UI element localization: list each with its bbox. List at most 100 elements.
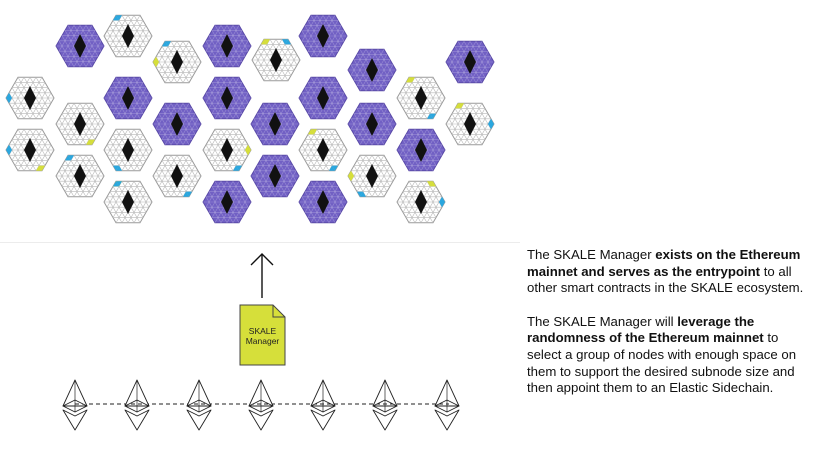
hexagon-node-icon [347, 48, 397, 92]
blue-marker-icon [360, 191, 366, 197]
hexagon-node-icon [202, 180, 252, 224]
blue-marker-icon [183, 191, 189, 197]
diamond-icon [270, 48, 282, 72]
yellow-marker-icon [348, 176, 354, 182]
blue-marker-icon [357, 191, 363, 197]
ethereum-icon [124, 379, 150, 431]
diamond-icon [221, 86, 233, 110]
yellow-marker-icon [427, 181, 433, 187]
blue-marker-icon [6, 92, 12, 98]
hexagon-node-icon [250, 154, 300, 198]
yellow-marker-icon [86, 139, 92, 145]
diamond-icon [269, 164, 281, 188]
hexagon-node-icon [250, 102, 300, 146]
yellow-marker-icon [36, 165, 42, 171]
yellow-marker-icon [409, 77, 415, 83]
diamond-icon [122, 190, 134, 214]
hexagon-node-icon [347, 102, 397, 146]
manager-label-line1: SKALE [248, 326, 277, 336]
blue-marker-icon [236, 165, 242, 171]
node-cluster [5, 14, 495, 224]
blue-marker-icon [6, 98, 12, 104]
diamond-icon [366, 58, 378, 82]
yellow-marker-icon [89, 139, 95, 145]
arrow-up-icon [250, 253, 274, 298]
divider [0, 242, 520, 243]
ethereum-icon [186, 379, 212, 431]
ethereum-icon [310, 379, 336, 431]
skale-manager-document: SKALE Manager [239, 304, 286, 366]
hexagon-node-icon [103, 14, 153, 58]
diamond-icon [317, 24, 329, 48]
blue-marker-icon [6, 150, 12, 156]
hexagon-node-icon [55, 154, 105, 198]
blue-marker-icon [68, 155, 74, 161]
diamond-icon [24, 138, 36, 162]
hexagon-node-icon [202, 76, 252, 120]
diamond-icon [221, 190, 233, 214]
description-paragraph-2: The SKALE Manager will leverage the rand… [527, 314, 812, 397]
hexagon-node-icon [152, 40, 202, 84]
description-run: exists on the Ethereum mainnet and serve… [527, 247, 801, 279]
diamond-icon [317, 190, 329, 214]
blue-marker-icon [116, 165, 122, 171]
diamond-icon [74, 34, 86, 58]
hexagon-node-icon [55, 24, 105, 68]
yellow-marker-icon [406, 77, 412, 83]
yellow-marker-icon [264, 39, 270, 45]
diamond-icon [464, 112, 476, 136]
description-text: The SKALE Manager exists on the Ethereum… [527, 247, 812, 414]
yellow-marker-icon [311, 129, 317, 135]
blue-marker-icon [65, 155, 71, 161]
ethereum-chain [62, 379, 460, 431]
description-run: to select a group of nodes with enough s… [527, 330, 797, 396]
hexagon-node-icon [5, 76, 55, 120]
blue-marker-icon [165, 41, 171, 47]
yellow-marker-icon [245, 150, 251, 156]
diamond-icon [74, 164, 86, 188]
hexagon-node-icon [152, 102, 202, 146]
diamond-icon [24, 86, 36, 110]
description-paragraph-1: The SKALE Manager exists on the Ethereum… [527, 247, 812, 297]
ethereum-icon [62, 379, 88, 431]
hexagon-node-icon [251, 38, 301, 82]
diamond-icon [221, 34, 233, 58]
diamond-icon [415, 138, 427, 162]
hexagon-node-icon [396, 76, 446, 120]
ethereum-icon [248, 379, 274, 431]
skale-manager-label: SKALE Manager [239, 326, 286, 346]
hexagon-node-icon [396, 128, 446, 172]
diamond-icon [269, 112, 281, 136]
diamond-icon [366, 164, 378, 188]
diamond-icon [221, 138, 233, 162]
yellow-marker-icon [308, 129, 314, 135]
hexagon-node-icon [5, 128, 55, 172]
hexagon-node-icon [152, 154, 202, 198]
blue-marker-icon [332, 165, 338, 171]
blue-marker-icon [113, 15, 119, 21]
hexagon-node-icon [298, 128, 348, 172]
blue-marker-icon [439, 196, 445, 202]
yellow-marker-icon [153, 62, 159, 68]
hexagon-node-icon [298, 180, 348, 224]
yellow-marker-icon [455, 103, 461, 109]
hexagon-node-icon [298, 14, 348, 58]
yellow-marker-icon [348, 170, 354, 176]
yellow-marker-icon [245, 144, 251, 150]
hexagon-node-icon [445, 40, 495, 84]
hexagon-node-icon [55, 102, 105, 146]
document-icon [239, 304, 286, 366]
diamond-icon [415, 86, 427, 110]
blue-marker-icon [439, 202, 445, 208]
hexagon-node-icon [445, 102, 495, 146]
hexagon-node-icon [396, 180, 446, 224]
yellow-marker-icon [39, 165, 45, 171]
hexagon-node-icon [202, 128, 252, 172]
description-run: The SKALE Manager will [527, 313, 678, 329]
diamond-icon [464, 50, 476, 74]
blue-marker-icon [285, 39, 291, 45]
blue-marker-icon [233, 165, 239, 171]
yellow-marker-icon [458, 103, 464, 109]
hexagon-node-icon [347, 154, 397, 198]
ethereum-icon [372, 379, 398, 431]
